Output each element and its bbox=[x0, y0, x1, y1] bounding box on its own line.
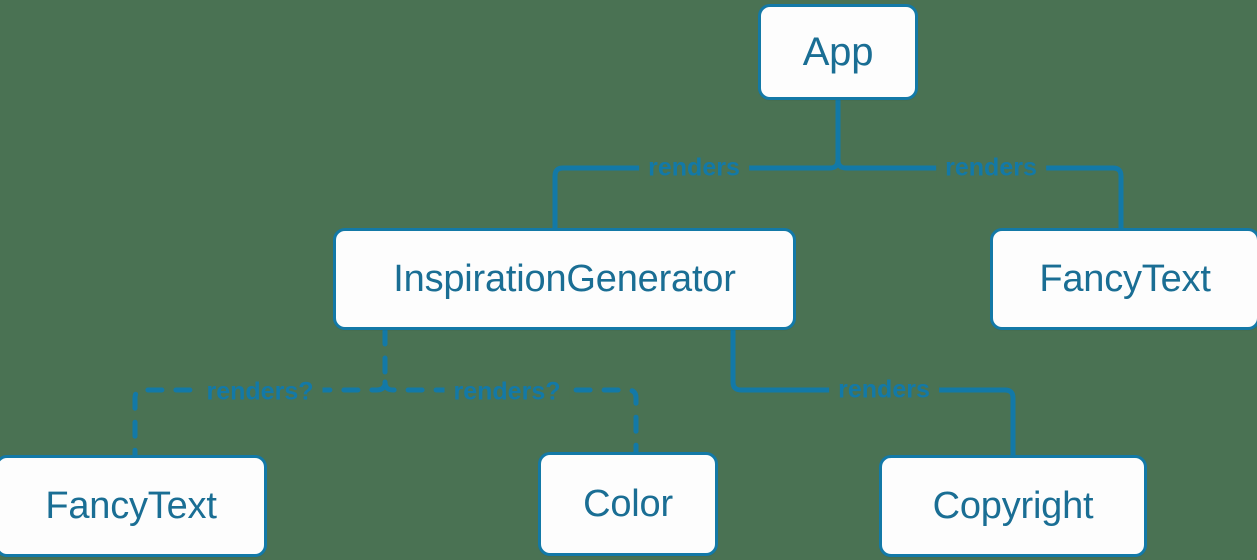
edge-label-app-to-inspirationgenerator: renders bbox=[639, 155, 749, 181]
node-app-label: App bbox=[802, 30, 874, 74]
edge-app-to-fancytext-right bbox=[835, 157, 1124, 231]
node-color[interactable]: Color bbox=[538, 452, 718, 556]
node-fancytext-bottom-label: FancyText bbox=[45, 485, 217, 527]
edge-label-inspirationgenerator-to-fancytext-bottom: renders? bbox=[197, 379, 323, 405]
node-color-label: Color bbox=[583, 483, 673, 525]
edge-label-inspirationgenerator-to-copyright: renders bbox=[829, 377, 939, 403]
edge-label-app-to-fancytext-right: renders bbox=[936, 155, 1046, 181]
edge-inspirationgenerator-to-color bbox=[382, 379, 639, 455]
node-inspiration-generator[interactable]: InspirationGenerator bbox=[333, 228, 796, 330]
node-copyright-label: Copyright bbox=[932, 485, 1094, 527]
node-fancytext-right[interactable]: FancyText bbox=[990, 228, 1257, 330]
node-fancytext-right-label: FancyText bbox=[1039, 258, 1211, 300]
node-fancytext-bottom[interactable]: FancyText bbox=[0, 455, 267, 557]
node-app[interactable]: App bbox=[758, 4, 918, 100]
edge-label-inspirationgenerator-to-color: renders? bbox=[444, 379, 570, 405]
node-inspiration-generator-label: InspirationGenerator bbox=[393, 258, 736, 300]
node-copyright[interactable]: Copyright bbox=[879, 455, 1147, 557]
